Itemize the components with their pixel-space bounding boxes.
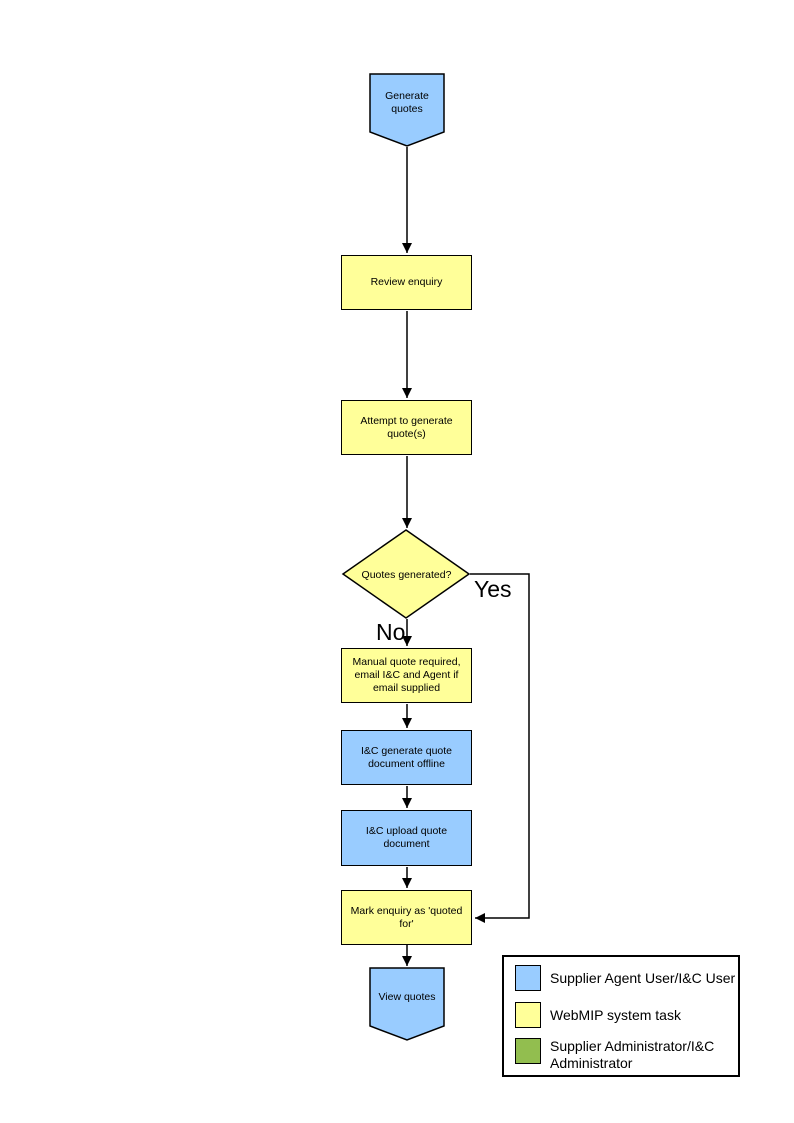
node-mark-enquiry-quoted-for: Mark enquiry as 'quoted for' [341, 890, 472, 945]
node-review-enquiry: Review enquiry [341, 255, 472, 310]
legend-item-system-task: WebMIP system task [515, 1002, 742, 1028]
decision-diamond-shape [341, 529, 471, 619]
legend-label-administrator: Supplier Administrator/I&C Administrator [550, 1038, 715, 1071]
legend-swatch-system-task [515, 1002, 541, 1028]
legend-item-agent-user: Supplier Agent User/I&C User [515, 965, 742, 991]
legend-swatch-agent-user [515, 965, 541, 991]
decision-no-label: No [376, 619, 406, 645]
decision-yes-label: Yes [474, 576, 512, 602]
end-pentagon-shape [369, 967, 445, 1041]
legend-item-administrator: Supplier Administrator/I&C Administrator [515, 1038, 742, 1072]
connector-decision-yes-to-mark [470, 573, 530, 923]
node-manual-quote-required: Manual quote required, email I&C and Age… [341, 648, 472, 703]
node-ic-generate-quote-offline: I&C generate quote document offline [341, 730, 472, 785]
node-attempt-generate-quotes: Attempt to generate quote(s) [341, 400, 472, 455]
start-pentagon-shape [369, 73, 445, 147]
legend-label-system-task: WebMIP system task [550, 1006, 681, 1023]
legend: Supplier Agent User/I&C User WebMIP syst… [502, 955, 740, 1077]
legend-label-agent-user: Supplier Agent User/I&C User [550, 969, 736, 986]
legend-swatch-administrator [515, 1038, 541, 1064]
node-ic-upload-quote-document: I&C upload quote document [341, 810, 472, 866]
